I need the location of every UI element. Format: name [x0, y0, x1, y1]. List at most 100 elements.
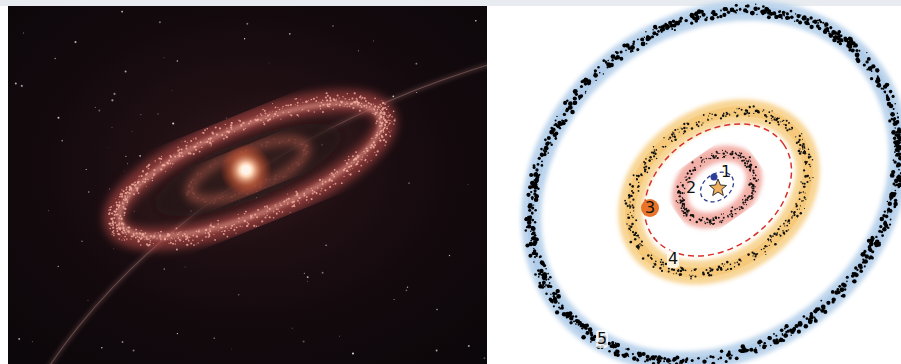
debris-dot — [160, 162, 161, 163]
debris-dot — [775, 342, 777, 344]
debris-dot — [131, 183, 133, 185]
debris-dot — [545, 150, 548, 153]
debris-dot — [858, 50, 860, 52]
debris-dot — [181, 149, 183, 151]
debris-dot — [781, 18, 783, 20]
debris-dot — [335, 173, 336, 174]
debris-dot — [554, 131, 558, 135]
debris-dot — [581, 335, 586, 340]
debris-dot — [386, 127, 388, 129]
debris-dot — [555, 310, 559, 314]
debris-dot — [826, 301, 830, 305]
debris-dot — [611, 54, 616, 59]
debris-dot — [160, 239, 161, 240]
debris-dot — [535, 168, 538, 171]
debris-dot — [385, 141, 387, 143]
debris-dot — [176, 232, 178, 234]
debris-dot — [637, 38, 639, 40]
debris-dot — [764, 342, 766, 344]
debris-dot — [646, 358, 649, 361]
debris-dot — [160, 239, 161, 240]
debris-dot — [332, 108, 334, 110]
debris-dot — [368, 102, 370, 104]
debris-dot — [545, 142, 549, 146]
debris-dot — [242, 217, 243, 218]
debris-dot — [563, 113, 566, 116]
debris-dot — [538, 273, 541, 276]
debris-dot — [230, 227, 232, 229]
debris-dot — [380, 115, 382, 117]
debris-dot — [290, 104, 292, 106]
debris-dot — [535, 238, 539, 242]
debris-dot — [218, 230, 219, 231]
debris-dot — [357, 104, 359, 106]
debris-dot — [266, 205, 268, 207]
debris-dot — [539, 256, 541, 258]
debris-dot — [376, 120, 378, 122]
debris-dot — [575, 319, 578, 322]
debris-dot — [382, 102, 384, 104]
debris-dot — [381, 105, 382, 106]
debris-dot — [710, 16, 715, 21]
debris-dot — [380, 104, 381, 105]
debris-dot — [898, 186, 901, 189]
debris-dot — [132, 236, 133, 237]
debris-dot — [388, 120, 389, 121]
background-star — [177, 60, 178, 61]
background-star — [157, 113, 158, 114]
debris-dot — [154, 174, 156, 176]
debris-dot — [823, 310, 827, 314]
debris-dot — [545, 292, 547, 294]
background-star — [307, 280, 309, 282]
debris-dot — [897, 152, 900, 155]
debris-dot — [319, 193, 321, 195]
debris-dot — [161, 165, 162, 166]
background-star — [108, 147, 110, 149]
debris-dot — [569, 321, 572, 324]
debris-dot — [246, 225, 248, 227]
background-star — [140, 114, 142, 116]
debris-dot — [160, 168, 162, 170]
debris-dot — [389, 131, 390, 132]
debris-dot — [110, 225, 112, 227]
debris-dot — [121, 189, 122, 190]
debris-dot — [277, 115, 279, 117]
debris-dot — [884, 224, 888, 228]
debris-dot — [652, 362, 655, 364]
debris-dot — [645, 31, 647, 33]
debris-dot — [528, 215, 532, 219]
debris-dot — [193, 153, 195, 155]
debris-dot — [553, 124, 555, 126]
background-star — [23, 32, 25, 34]
debris-dot — [320, 108, 321, 109]
debris-dot — [889, 195, 894, 200]
debris-dot — [221, 231, 222, 232]
debris-dot — [790, 335, 792, 337]
debris-dot — [386, 122, 387, 123]
debris-dot — [273, 210, 275, 212]
debris-dot — [559, 127, 561, 129]
debris-dot — [377, 106, 379, 108]
debris-dot — [156, 238, 157, 239]
background-star — [163, 268, 165, 270]
debris-dot — [380, 110, 381, 111]
debris-dot — [227, 228, 229, 230]
background-star — [125, 156, 126, 157]
debris-dot — [651, 355, 656, 360]
debris-dot — [817, 20, 819, 22]
debris-dot — [195, 138, 197, 140]
background-star — [21, 85, 23, 87]
debris-dot — [539, 255, 541, 257]
debris-dot — [384, 145, 385, 146]
debris-dot — [542, 280, 546, 284]
debris-dot — [383, 139, 385, 141]
debris-dot — [809, 16, 812, 19]
debris-dot — [865, 60, 868, 63]
debris-dot — [204, 129, 206, 131]
debris-dot — [757, 7, 760, 10]
debris-dot — [900, 172, 901, 175]
debris-dot — [315, 186, 317, 188]
debris-dot — [537, 269, 540, 272]
debris-dot — [148, 164, 150, 166]
